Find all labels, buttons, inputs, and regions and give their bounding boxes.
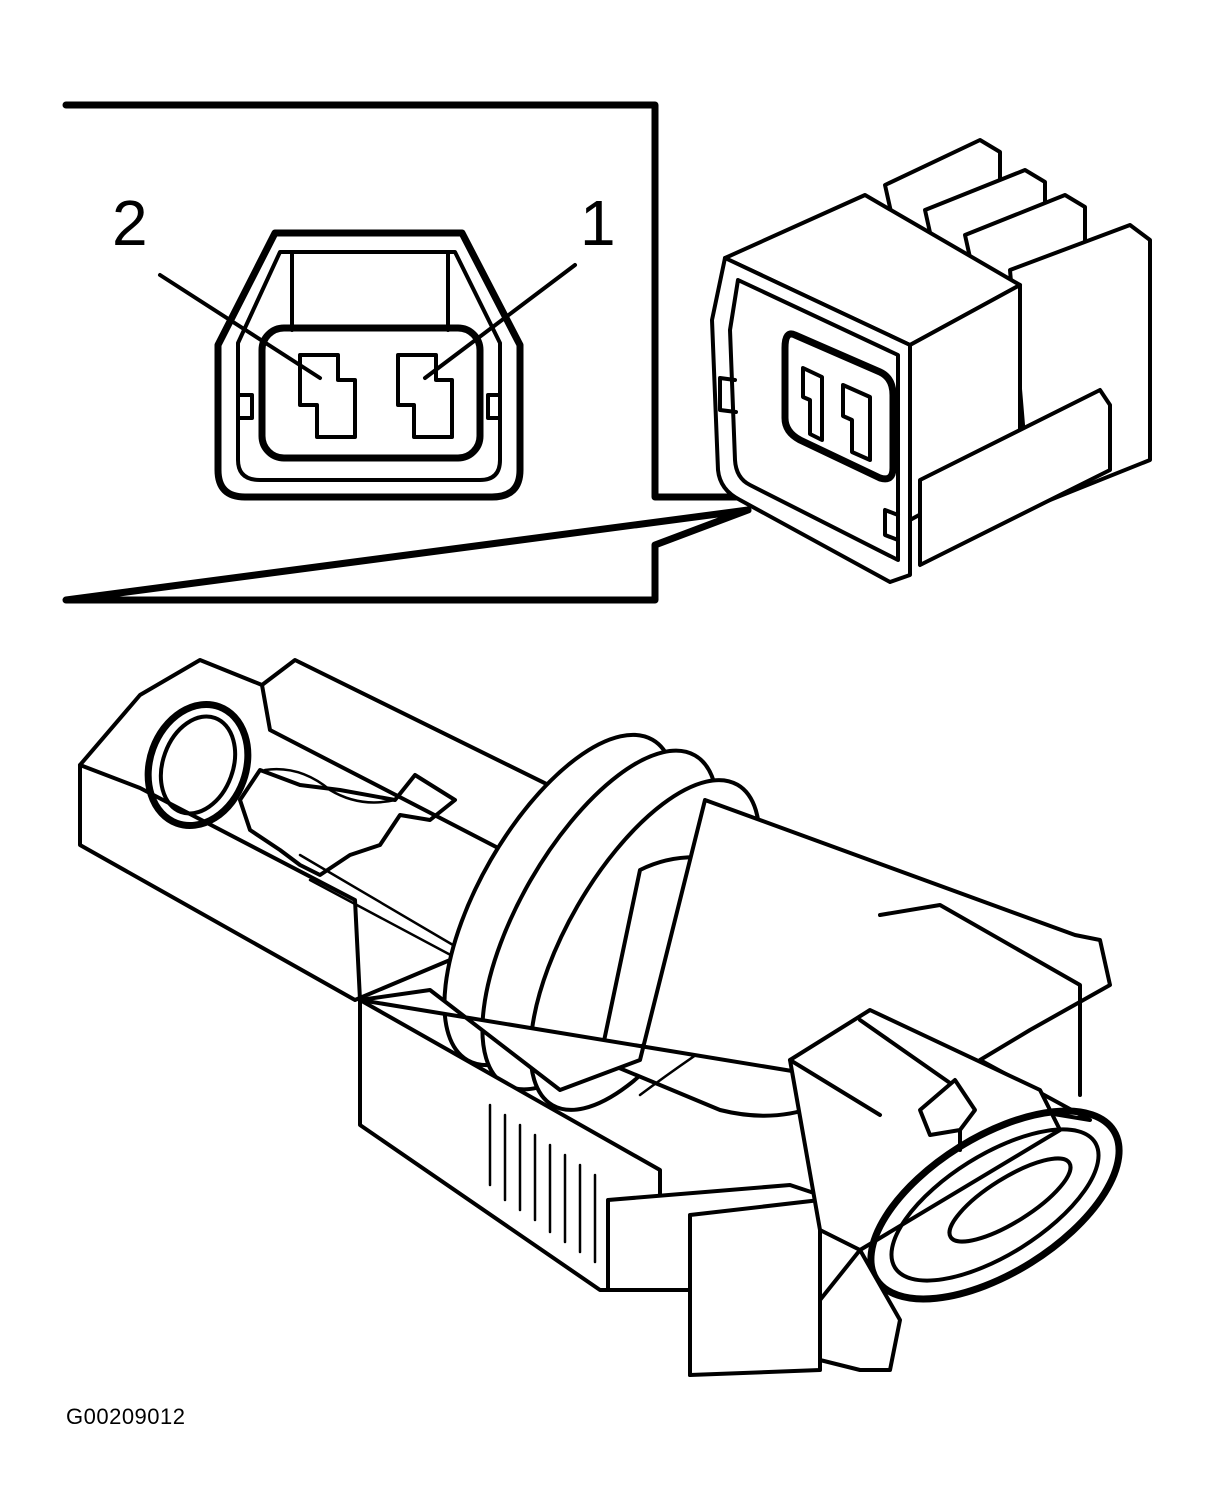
- housing-wall: [260, 683, 562, 882]
- plug-right-body: [788, 1008, 1062, 1252]
- plug-rail: [878, 903, 1082, 1097]
- side-rail: [918, 388, 1112, 567]
- element-rod: [298, 853, 472, 962]
- pin-2-leader: [158, 273, 322, 380]
- latch-clip-face: [688, 1198, 822, 1377]
- socket-oval-inner: [889, 1127, 1101, 1283]
- connector-face-inset: 2 1: [62, 101, 752, 604]
- connector-face-inner: [236, 250, 502, 482]
- mating-connector: [710, 138, 1152, 584]
- left-notch: [236, 393, 254, 420]
- socket-oval-recess: [947, 1156, 1073, 1244]
- sensing-element: [238, 768, 457, 877]
- inset-frame: [62, 101, 752, 604]
- housing-rim: [78, 763, 362, 1002]
- latch-tab: [290, 250, 450, 332]
- front-notch-right: [883, 508, 900, 542]
- mounting-ring: [144, 700, 252, 830]
- sensor-body: [78, 658, 1123, 1377]
- mating-terminal-2: [841, 383, 872, 462]
- terminal-cavity: [258, 324, 484, 462]
- mounting-ring-inner: [158, 714, 238, 816]
- grip-ribs: [488, 1103, 597, 1264]
- latch-clip: [606, 1183, 822, 1377]
- pin-1-label: 1: [580, 187, 616, 259]
- mating-terminal-1: [801, 366, 824, 442]
- right-notch: [486, 393, 502, 420]
- key-arrow: [918, 1078, 977, 1137]
- pin-2-label: 2: [112, 187, 148, 259]
- front-notch-left: [718, 376, 738, 414]
- connector-face-outer: [214, 229, 524, 501]
- socket-body: [818, 1248, 902, 1372]
- element-wire: [263, 768, 397, 804]
- mating-cavity: [781, 330, 897, 483]
- pin-1-leader: [423, 263, 577, 380]
- terminal-pin-1: [396, 353, 454, 439]
- figure-code: G00209012: [66, 1404, 186, 1429]
- front-face-inner: [728, 278, 900, 562]
- terminal-pin-2: [298, 353, 357, 439]
